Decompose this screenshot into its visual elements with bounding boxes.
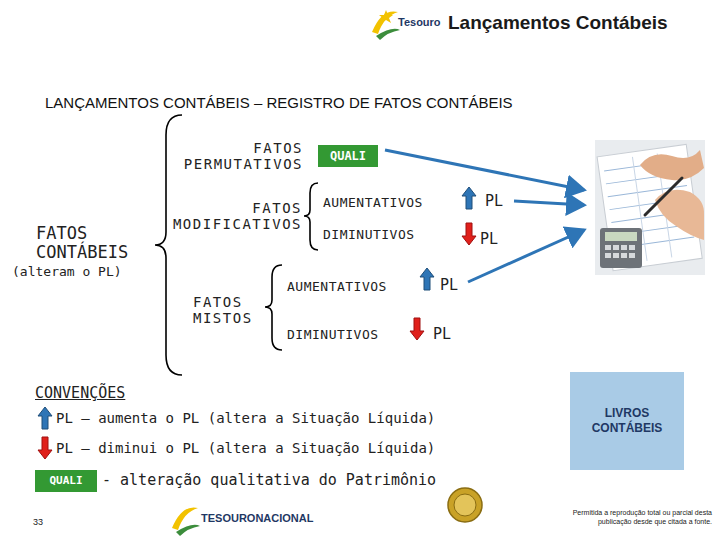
fact-type: FATOS PERMUTATIVOS	[160, 140, 303, 172]
accounting-photo	[595, 140, 705, 275]
legend-sample-text: QUALI	[35, 470, 97, 492]
fact-type: FATOS MODIFICATIVOS	[160, 200, 302, 232]
legend-heading: CONVENÇÕES	[35, 384, 125, 402]
header-title: Lançamentos Contábeis	[448, 12, 668, 34]
fact-type: FATOS MISTOS	[193, 294, 265, 326]
main-brace	[155, 115, 182, 375]
pl-mark: PL	[485, 192, 503, 210]
qualitative-box: QUALI	[318, 145, 378, 167]
pl-mark: PL	[440, 276, 458, 294]
top-logo	[372, 10, 400, 40]
slide-title: LANÇAMENTOS CONTÁBEIS – REGISTRO DE FATO…	[45, 94, 685, 112]
increase-arrow	[420, 268, 434, 290]
pointer-arrow	[468, 230, 584, 282]
books-box: LIVROS CONTÁBEIS	[570, 372, 684, 470]
pl-mark: PL	[433, 325, 451, 343]
decrease-arrow	[462, 223, 476, 245]
bottom-logo	[172, 507, 200, 536]
legend-text: PL – aumenta o PL (altera a Situação Líq…	[56, 410, 435, 426]
main-heading: FATOS CONTÁBEIS	[36, 224, 148, 262]
legend-decrease-arrow	[38, 437, 52, 459]
decrease-arrow	[410, 318, 424, 340]
subtype: AUMENTATIVOS	[287, 279, 387, 294]
box-text: QUALI	[330, 149, 366, 163]
pointer-arrow	[385, 150, 584, 190]
mistos-brace	[265, 265, 282, 350]
footer-note: Permitida a reprodução total ou parcial …	[540, 508, 712, 526]
pl-mark: PL	[480, 230, 498, 248]
increase-arrow	[462, 187, 476, 209]
legend-text: PL – diminui o PL (altera a Situação Líq…	[56, 440, 435, 456]
logo-text: Tesouro	[398, 16, 441, 28]
legend-increase-arrow	[38, 407, 52, 429]
subtype: AUMENTATIVOS	[323, 195, 423, 210]
main-note: (alteram o PL)	[12, 264, 122, 279]
modificativos-brace	[304, 183, 318, 250]
subtype: DIMINUTIVOS	[287, 327, 379, 342]
logo-text: TESOURONACIONAL	[201, 512, 313, 524]
page-number: 33	[33, 517, 43, 527]
seal	[448, 488, 482, 522]
subtype: DIMINUTIVOS	[323, 227, 415, 242]
pointer-arrow	[514, 201, 584, 205]
box-text: LIVROS CONTÁBEIS	[574, 406, 680, 436]
legend-text: - alteração qualitativa do Patrimônio	[102, 471, 436, 489]
